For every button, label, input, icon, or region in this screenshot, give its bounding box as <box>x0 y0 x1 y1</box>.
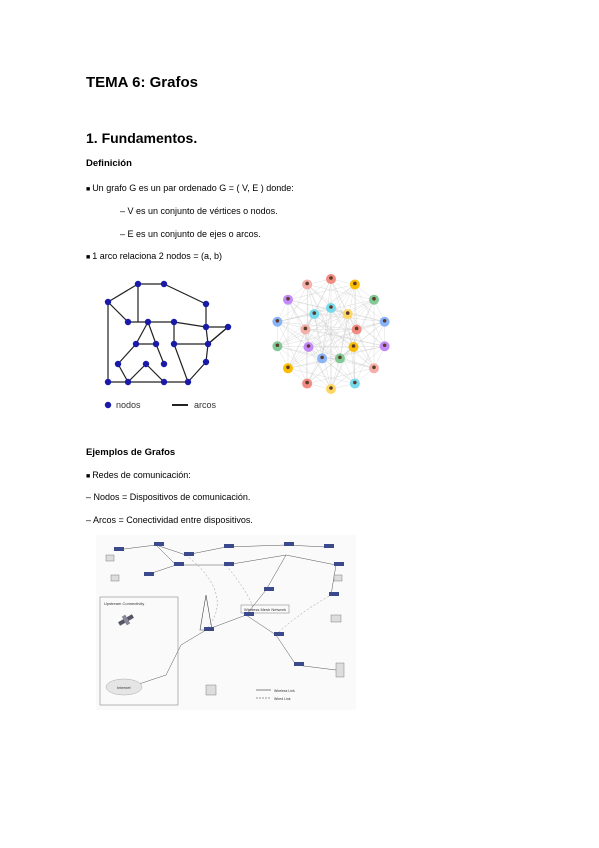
legend-wireless-link: Wireless Link <box>274 689 295 693</box>
definition-line-1: Un grafo G es un par ordenado G = ( V, E… <box>86 183 294 193</box>
page-title: TEMA 6: Grafos <box>86 74 198 91</box>
legend-wired-link: Wired Link <box>274 697 291 701</box>
examples-line-1: Redes de comunicación: <box>86 470 191 480</box>
section-heading: 1. Fundamentos. <box>86 130 198 146</box>
definition-line-2: – V es un conjunto de vértices o nodos. <box>120 206 278 216</box>
examples-heading: Ejemplos de Grafos <box>86 447 176 458</box>
definition-heading: Definición <box>86 158 132 169</box>
upstream-box-title: Upstream Connectivity <box>104 601 144 606</box>
mesh-network-title: Wireless Mesh Network <box>244 607 286 612</box>
examples-line-2: – Nodos = Dispositivos de comunicación. <box>86 492 251 502</box>
network-diagram: Upstream Connectivity Wireless Mesh Netw… <box>96 535 356 710</box>
definition-line-4: 1 arco relaciona 2 nodos = (a, b) <box>86 251 222 261</box>
graph-diagram <box>104 280 232 409</box>
definition-line-3: – E es un conjunto de ejes o arcos. <box>120 229 261 239</box>
legend-arcs-label: arcos <box>194 400 217 410</box>
legend-nodes-label: nodos <box>116 400 141 410</box>
social-network-graph <box>272 274 390 394</box>
internet-label: Internet <box>117 685 131 690</box>
examples-line-3: – Arcos = Conectividad entre dispositivo… <box>86 515 253 525</box>
